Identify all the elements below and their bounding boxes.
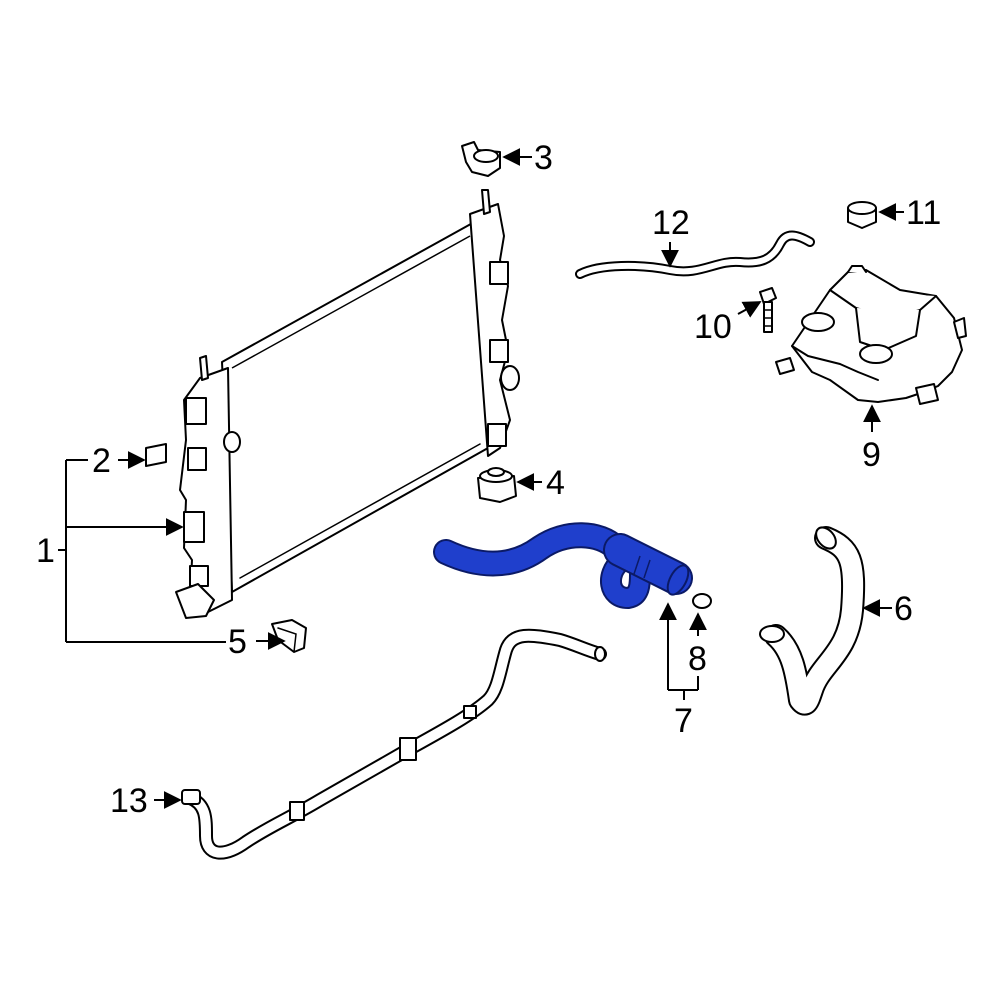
callout-2[interactable]: 2 (92, 442, 111, 480)
upper-hose[interactable] (759, 524, 866, 716)
coolant-reservoir[interactable] (775, 265, 967, 405)
leader-lines (58, 148, 904, 809)
bracket[interactable] (271, 619, 307, 653)
o-ring[interactable] (692, 593, 712, 609)
callout-10[interactable]: 10 (694, 308, 732, 346)
callout-13[interactable]: 13 (110, 782, 148, 820)
coolant-pipe[interactable] (181, 628, 607, 860)
callout-12[interactable]: 12 (652, 204, 690, 242)
callout-5[interactable]: 5 (228, 623, 247, 661)
sensor[interactable] (145, 443, 167, 467)
callout-11[interactable]: 11 (906, 194, 941, 232)
radiator[interactable] (175, 189, 520, 619)
callout-9[interactable]: 9 (862, 436, 881, 474)
reservoir-cap[interactable] (847, 201, 877, 229)
lower-hose-highlighted[interactable] (433, 522, 693, 609)
callout-labels: 1 2 3 4 5 6 7 8 9 10 11 12 13 (36, 139, 941, 820)
callout-6[interactable]: 6 (894, 590, 913, 628)
callout-8[interactable]: 8 (688, 640, 707, 678)
callout-1[interactable]: 1 (36, 532, 55, 570)
callout-4[interactable]: 4 (546, 464, 565, 502)
callout-7[interactable]: 7 (674, 702, 693, 740)
callout-3[interactable]: 3 (534, 139, 553, 177)
insulator[interactable] (477, 467, 517, 503)
bolt[interactable] (759, 287, 777, 333)
overflow-hose[interactable] (575, 230, 815, 279)
radiator-cap[interactable] (461, 141, 501, 177)
